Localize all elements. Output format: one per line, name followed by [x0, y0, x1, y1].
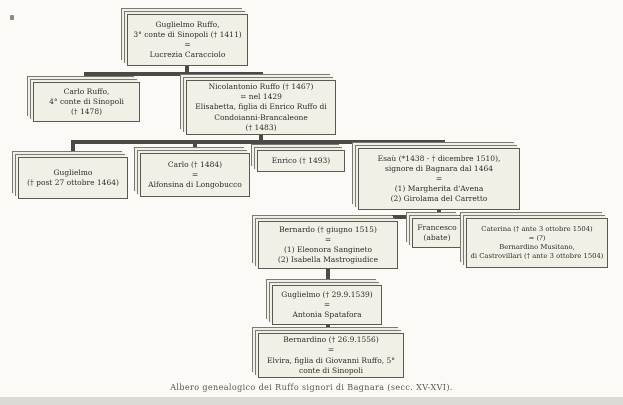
connector-vertical [193, 144, 197, 153]
node-text-line: Bernardino Musitano, [499, 243, 575, 251]
node-text-line: Esaù (*1438 - † dicembre 1510), [377, 153, 501, 163]
connector-vertical [437, 144, 441, 148]
node-text-line: Alfonsina di Longobucco [148, 180, 242, 190]
node-text-line: Elvira, figlia di Giovanni Ruffo, 5° [266, 355, 396, 365]
connector-vertical [299, 144, 303, 150]
node-text-line: Condoianni-Brancaleone [214, 112, 308, 122]
node-text-line: Bernardino († 26.9.1556) [283, 335, 379, 345]
node-text-line: (1) Margherita d'Avena [394, 184, 484, 194]
node-text-line: Guglielmo († 29.9.1539) [281, 289, 373, 299]
tree-node-bernardino: Bernardino († 26.9.1556) = Elvira, figli… [258, 333, 404, 378]
node-text-line: († post 27 ottobre 1464) [27, 178, 119, 187]
node-text-line: = [184, 40, 191, 49]
tree-node-carlo-ruffo-4-conte: Carlo Ruffo, 4° conte di Sinopoli († 147… [33, 82, 140, 122]
node-text-line: († 1478) [70, 107, 103, 117]
scan-artifact-mark [10, 15, 14, 20]
page-bottom-edge [0, 397, 623, 405]
node-text-line: = [323, 299, 331, 309]
connector-vertical [326, 325, 330, 333]
node-text-line: signore di Bagnara dal 1464 [384, 163, 494, 173]
tree-node-guglielmo-1539: Guglielmo († 29.9.1539) = Antonia Spataf… [272, 285, 382, 325]
connector-vertical [185, 66, 189, 72]
node-text-line: Carlo Ruffo, [63, 86, 110, 96]
node-text-line: Francesco [417, 222, 457, 232]
node-text-line: Enrico († 1493) [271, 155, 331, 165]
node-text-line: (abate) [423, 233, 451, 242]
node-text-line: Lucrezia Caracciolo [149, 50, 226, 60]
tree-node-bernardo: Bernardo († giugno 1515) = (1) Eleonora … [258, 221, 398, 269]
node-text-line: = [324, 234, 332, 244]
node-text-line: Nicolantonio Ruffo († 1467) [208, 82, 314, 92]
connector-vertical [71, 144, 75, 157]
tree-node-guglielmo-ruffo-3-conte: Guglielmo Ruffo, 3° conte di Sinopoli (†… [127, 14, 248, 66]
tree-node-enrico: Enrico († 1493) [257, 150, 345, 172]
connector-vertical [326, 269, 330, 285]
node-text-line: = (?) [528, 233, 546, 242]
node-text-line: Carlo († 1484) [167, 159, 223, 169]
node-text-line: = [191, 169, 199, 179]
node-text-line: conte di Sinopoli [299, 365, 363, 375]
node-text-line: Guglielmo [53, 167, 93, 177]
node-text-line: Bernardo († giugno 1515) [279, 224, 377, 234]
tree-node-carlo: Carlo († 1484) = Alfonsina di Longobucco [140, 153, 250, 197]
connector-vertical [326, 219, 330, 221]
figure-caption: Albero genealogico dei Ruffo signori di … [170, 383, 453, 392]
node-text-line: Guglielmo Ruffo, [155, 19, 220, 29]
node-text-line: = [327, 345, 335, 355]
node-text-line: 4° conte di Sinopoli [49, 96, 124, 106]
node-text-line: (2) Girolama del Carretto [390, 194, 488, 204]
node-text-line: di Castrovillari († ante 3 ottobre 1504) [470, 252, 604, 261]
node-text-line: = nel 1429 [240, 92, 282, 102]
connector-horizontal [84, 72, 263, 76]
tree-node-nicolantonio-ruffo: Nicolantonio Ruffo († 1467) = nel 1429 E… [186, 80, 336, 135]
node-text-line: (2) Isabella Mastrogiudice [277, 255, 379, 265]
connector-vertical [259, 76, 263, 80]
node-text-line: Caterina († ante 3 ottobre 1504) [481, 224, 593, 233]
node-text-line: Elisabetta, figlia di Enrico Ruffo di [195, 102, 327, 112]
tree-node-caterina: Caterina († ante 3 ottobre 1504) = (?) B… [466, 218, 608, 268]
node-text-line: († 1483) [245, 122, 277, 132]
tree-node-esau: Esaù (*1438 - † dicembre 1510), signore … [358, 148, 520, 210]
connector-vertical [84, 76, 88, 82]
connector-horizontal [326, 215, 541, 219]
tree-node-guglielmo: Guglielmo († post 27 ottobre 1464) [18, 157, 128, 199]
connector-vertical [437, 210, 441, 215]
connector-vertical [259, 135, 263, 140]
node-text-line: (1) Eleonora Sangineto [283, 245, 373, 254]
tree-node-francesco: Francesco (abate) [412, 218, 462, 248]
node-text-line: = [435, 173, 443, 183]
node-text-line: Antonia Spatafora [292, 310, 362, 320]
connector-horizontal [71, 140, 445, 144]
node-text-line: 3° conte di Sinopoli († 1411) [133, 29, 242, 39]
